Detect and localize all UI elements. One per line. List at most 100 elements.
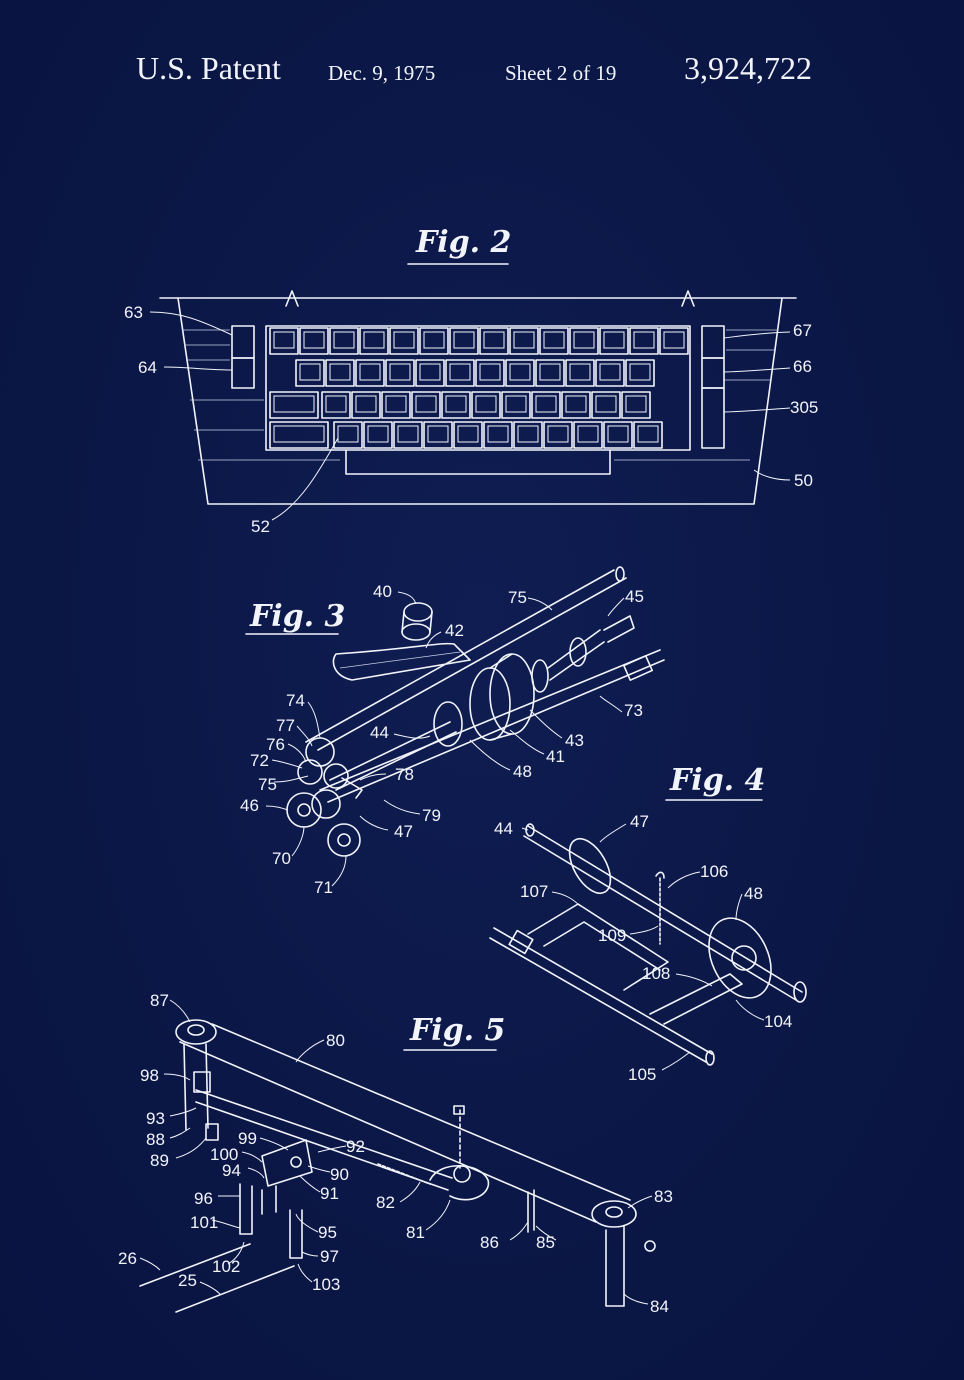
keyboard-key-top — [359, 363, 381, 381]
label-25: 25 — [178, 1271, 197, 1290]
label-101: 101 — [190, 1213, 218, 1232]
keyboard-key — [591, 391, 621, 419]
keyboard-key-top — [479, 363, 501, 381]
keyboard-key — [389, 327, 419, 355]
keyboard-key-top — [625, 395, 647, 413]
label-50: 50 — [794, 471, 813, 490]
figure-4: Fig. 4 — [489, 763, 807, 1084]
label-90: 90 — [330, 1165, 349, 1184]
keyboard-key-top — [475, 395, 497, 413]
keyboard-key-top — [325, 395, 347, 413]
fig-5-title: Fig. 5 — [409, 1013, 505, 1048]
keyboard-key-top — [355, 395, 377, 413]
keyboard-key-top — [629, 363, 651, 381]
keyboard-key — [483, 421, 513, 449]
keyboard-key — [543, 421, 573, 449]
label-73: 73 — [624, 701, 643, 720]
label-100: 100 — [210, 1145, 238, 1164]
label-44: 44 — [370, 723, 389, 742]
label-47-fig4: 47 — [630, 812, 649, 831]
keyboard-key — [411, 391, 441, 419]
fig-5-leaders — [139, 999, 653, 1305]
keyboard-key-top — [663, 331, 685, 349]
keyboard-key — [453, 421, 483, 449]
keyboard-key — [269, 391, 319, 419]
label-87: 87 — [150, 991, 169, 1010]
label-83: 83 — [654, 1187, 673, 1206]
fig-4-leaders — [521, 823, 765, 1071]
keyboard-key — [561, 391, 591, 419]
keyboard-key — [569, 327, 599, 355]
keyboard-key — [351, 391, 381, 419]
keyboard-key-top — [363, 331, 385, 349]
keyboard-key — [385, 359, 415, 387]
label-106: 106 — [700, 862, 728, 881]
label-103: 103 — [312, 1275, 340, 1294]
label-40: 40 — [373, 582, 392, 601]
fig-4-title: Fig. 4 — [669, 763, 765, 798]
label-97: 97 — [320, 1247, 339, 1266]
keyboard-key — [599, 327, 629, 355]
keyboard-key — [531, 391, 561, 419]
fig-2-leaders — [149, 311, 791, 521]
keyboard-key-top — [337, 425, 359, 443]
label-44-fig4: 44 — [494, 819, 513, 838]
keyboard-key — [595, 359, 625, 387]
keyboard-key — [471, 391, 501, 419]
keyboard-key — [603, 421, 633, 449]
keyboard-key — [475, 359, 505, 387]
keyboard-key-top — [333, 331, 355, 349]
label-86: 86 — [480, 1233, 499, 1252]
label-92: 92 — [346, 1137, 365, 1156]
keyboard-key-top — [393, 331, 415, 349]
label-74: 74 — [286, 691, 305, 710]
patent-date: Dec. 9, 1975 — [328, 61, 436, 85]
keyboard-key-top — [273, 395, 315, 413]
keyboard-key-top — [595, 395, 617, 413]
keyboard-key-top — [385, 395, 407, 413]
sheet-indicator: Sheet 2 of 19 — [505, 61, 617, 85]
label-71: 71 — [314, 878, 333, 897]
keyboard-key — [573, 421, 603, 449]
keyboard-key — [295, 359, 325, 387]
label-85: 85 — [536, 1233, 555, 1252]
keyboard-key-top — [449, 363, 471, 381]
label-63: 63 — [124, 303, 143, 322]
label-79: 79 — [422, 806, 441, 825]
keyboard-key — [325, 359, 355, 387]
keyboard-key-top — [535, 395, 557, 413]
label-82: 82 — [376, 1193, 395, 1212]
keyboard-key-top — [367, 425, 389, 443]
keyboard-key-top — [573, 331, 595, 349]
keyboard-key-top — [577, 425, 599, 443]
label-47: 47 — [394, 822, 413, 841]
label-107: 107 — [520, 882, 548, 901]
keyboard-key-top — [547, 425, 569, 443]
figure-3: Fig. 3 — [240, 566, 665, 897]
keyboard-key — [269, 327, 299, 355]
keyboard-key-top — [273, 331, 295, 349]
keyboard-key — [445, 359, 475, 387]
label-109: 109 — [598, 926, 626, 945]
keyboard-key — [539, 327, 569, 355]
label-77: 77 — [276, 716, 295, 735]
fig-3-labels: 40 42 75 45 73 74 77 76 72 75 44 43 41 4… — [240, 582, 644, 897]
figure-2: Fig. 2 — [124, 225, 818, 536]
label-84: 84 — [650, 1297, 669, 1316]
keyboard-key — [363, 421, 393, 449]
keyboard-key-top — [603, 331, 625, 349]
label-93: 93 — [146, 1109, 165, 1128]
keyboard-key-top — [505, 395, 527, 413]
label-94: 94 — [222, 1161, 241, 1180]
keyboard-key — [565, 359, 595, 387]
label-70: 70 — [272, 849, 291, 868]
keyboard-key — [513, 421, 543, 449]
label-95: 95 — [318, 1223, 337, 1242]
label-26: 26 — [118, 1249, 137, 1268]
keyboard-key-top — [599, 363, 621, 381]
keyboard-key — [501, 391, 531, 419]
keyboard-housing — [159, 290, 797, 505]
keyboard-key-top — [569, 363, 591, 381]
keyboard-key-top — [445, 395, 467, 413]
keyboard-key-top — [513, 331, 535, 349]
